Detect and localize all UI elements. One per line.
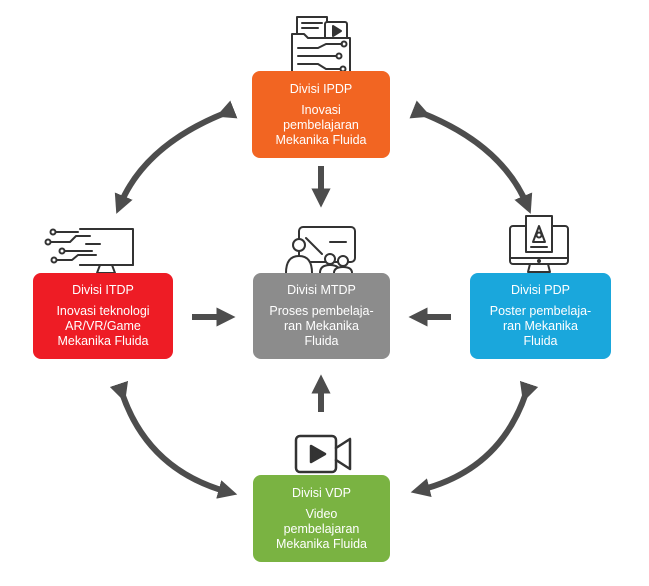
node-itdp-title: Divisi ITDP [72,283,134,297]
node-pdp-title: Divisi PDP [510,283,571,297]
node-itdp-desc: Inovasi teknologi AR/VR/Game Mekanika Fl… [56,304,150,348]
video-camera-icon [294,434,352,474]
node-vdp: Divisi VDP Video pembelajaran Mekanika F… [253,475,390,562]
node-pdp: Divisi PDP Poster pembelaja- ran Mekanik… [470,273,611,359]
node-mtdp: Divisi MTDP Proses pembelaja- ran Mekani… [253,273,390,359]
presentation-audience-icon [285,226,356,274]
arrow-ipdp-itdp [114,100,238,214]
node-vdp-desc: Video pembelajaran Mekanika Fluida [275,506,367,551]
arrow-pdp-vdp [410,380,539,497]
node-ipdp: Divisi IPDP Inovasi pembelajaran Mekanik… [252,71,390,158]
node-vdp-title: Divisi VDP [291,485,352,500]
node-ipdp-desc: Inovasi pembelajaran Mekanika Fluida [275,102,367,147]
poster-monitor-icon [509,215,569,273]
node-itdp: Divisi ITDP Inovasi teknologi AR/VR/Game… [33,273,173,359]
node-ipdp-title: Divisi IPDP [289,81,353,96]
circuit-monitor-icon [44,228,134,275]
folder-video-circuit-icon [291,16,351,78]
node-mtdp-title: Divisi MTDP [287,283,356,297]
arrow-ipdp-pdp [409,100,533,214]
arrow-itdp-vdp [109,380,238,499]
node-mtdp-desc: Proses pembelaja- ran Mekanika Fluida [269,304,374,348]
node-pdp-desc: Poster pembelaja- ran Mekanika Fluida [489,304,592,348]
